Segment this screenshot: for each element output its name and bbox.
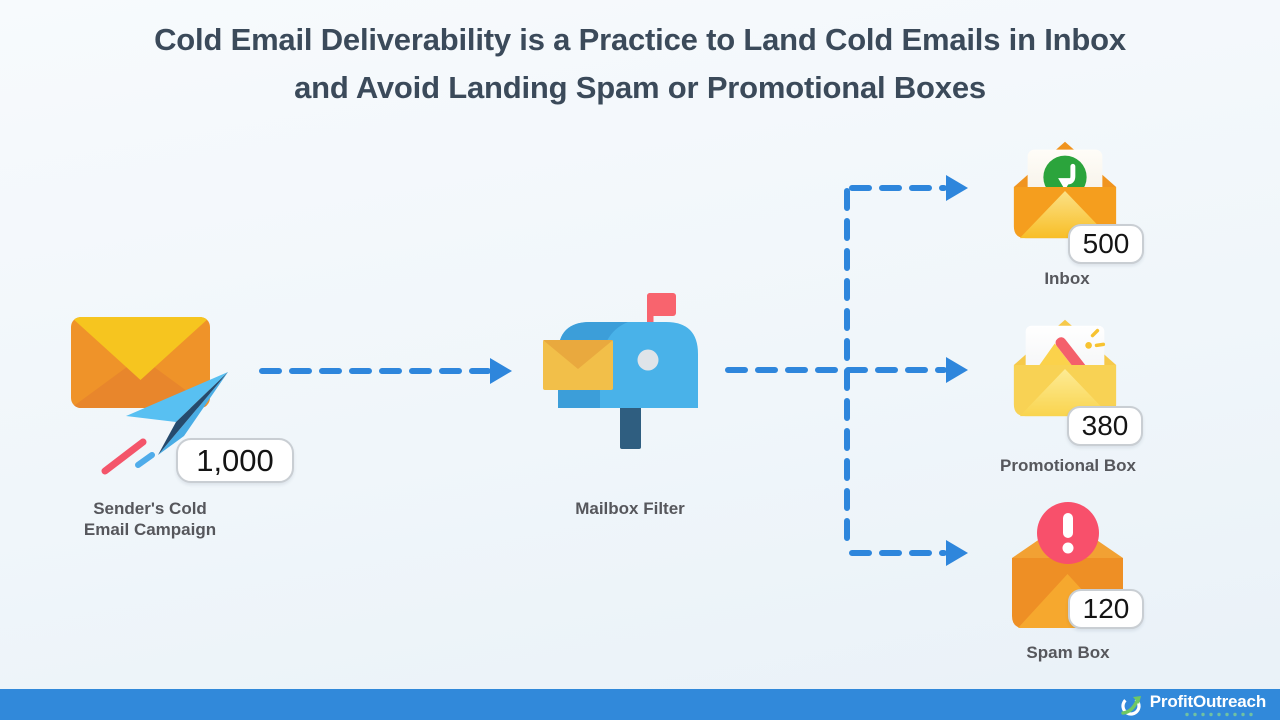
- arrowhead-spam: [946, 540, 968, 566]
- brand-name: ProfitOutreach: [1149, 691, 1266, 711]
- inbox-label: Inbox: [1044, 269, 1090, 288]
- brand-dots-decoration: [1185, 712, 1253, 716]
- open-envelope-megaphone-icon: [1013, 319, 1117, 417]
- promotional-label: Promotional Box: [999, 456, 1136, 475]
- brand: ProfitOutreach: [1120, 692, 1266, 718]
- sender-count: 1,000: [196, 442, 274, 478]
- promotional-count: 380: [1081, 410, 1129, 441]
- arrowhead-inbox: [946, 175, 968, 201]
- mailbox-label: Mailbox Filter: [575, 499, 685, 518]
- mailbox-flag-icon: [543, 293, 698, 449]
- arrowhead-promotional: [946, 357, 968, 383]
- inbox-count: 500: [1082, 228, 1130, 259]
- title-line-2: and Avoid Landing Spam or Promotional Bo…: [294, 70, 986, 105]
- profit-outreach-logo-icon: [1121, 695, 1141, 716]
- spam-label: Spam Box: [1026, 643, 1110, 662]
- sender-count-badge: 1,000: [176, 438, 294, 483]
- inbox-count-badge: 500: [1068, 224, 1144, 264]
- footer-bar: ProfitOutreach: [0, 689, 1280, 720]
- envelope-paper-plane-icon: [71, 317, 228, 475]
- promotional-count-badge: 380: [1067, 406, 1143, 446]
- spam-count: 120: [1082, 593, 1130, 624]
- title-line-1: Cold Email Deliverability is a Practice …: [154, 22, 1126, 57]
- arrowhead-mailbox: [490, 358, 512, 384]
- sender-label: Sender's Cold Email Campaign: [83, 499, 217, 539]
- spam-count-badge: 120: [1068, 589, 1144, 629]
- page-title: Cold Email Deliverability is a Practice …: [0, 16, 1280, 112]
